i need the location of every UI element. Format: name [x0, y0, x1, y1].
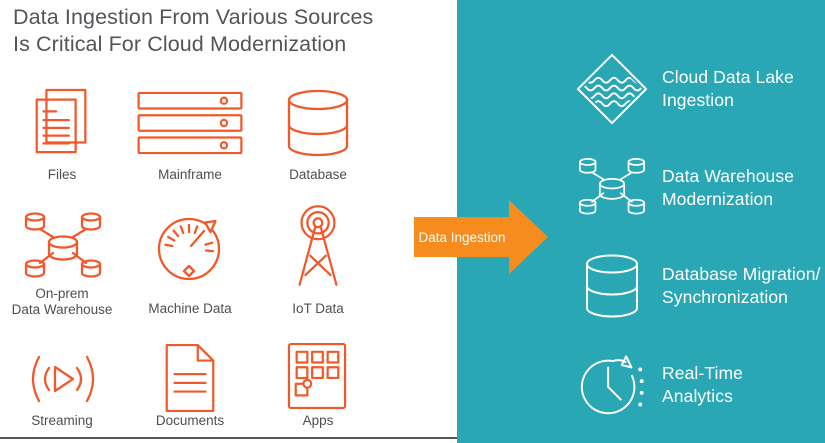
- target-row-database-migration: Database Migration/ Synchronization: [570, 252, 822, 320]
- apps-icon: [287, 341, 347, 411]
- data-ingestion-arrow: Data Ingestion: [414, 200, 548, 274]
- source-label-files: Files: [47, 167, 77, 182]
- database-icon: [286, 89, 350, 157]
- target-label-real-time-analytics: Real-Time Analytics: [662, 362, 743, 406]
- slide-bottom-rule: [0, 437, 457, 439]
- source-label-documents: Documents: [155, 413, 225, 428]
- target-label-database-migration: Database Migration/ Synchronization: [662, 263, 821, 307]
- arrow-label: Data Ingestion: [418, 229, 506, 245]
- data-warehouse-network-icon: [570, 155, 654, 221]
- source-label-apps: Apps: [302, 413, 334, 428]
- target-row-real-time-analytics: Real-Time Analytics: [570, 346, 822, 424]
- source-label-machine-data: Machine Data: [148, 301, 232, 316]
- source-label-iot-data: IoT Data: [292, 301, 344, 316]
- real-time-clock-icon: [570, 348, 654, 422]
- source-label-database: Database: [289, 167, 347, 182]
- source-label-mainframe: Mainframe: [158, 167, 222, 182]
- on-prem-data-warehouse-icon: [22, 209, 104, 285]
- target-label-cloud-data-lake: Cloud Data Lake Ingestion: [662, 66, 794, 110]
- target-row-cloud-data-lake: Cloud Data Lake Ingestion: [570, 50, 822, 128]
- document-icon: [159, 342, 221, 414]
- source-label-streaming: Streaming: [31, 413, 93, 428]
- data-lake-icon: [570, 52, 654, 126]
- page-title: Data Ingestion From Various Sources Is C…: [13, 5, 374, 57]
- files-icon: [27, 85, 97, 161]
- source-label-on-prem-data-warehouse: On-prem Data Warehouse: [11, 286, 113, 318]
- mainframe-icon: [135, 91, 245, 155]
- arrow-shape: [414, 200, 548, 274]
- database-cylinder-icon: [570, 254, 654, 318]
- target-row-data-warehouse: Data Warehouse Modernization: [570, 152, 822, 224]
- radio-tower-icon: [287, 204, 349, 288]
- streaming-icon: [23, 348, 103, 410]
- gauge-icon: [152, 209, 228, 285]
- target-label-data-warehouse: Data Warehouse Modernization: [662, 165, 795, 209]
